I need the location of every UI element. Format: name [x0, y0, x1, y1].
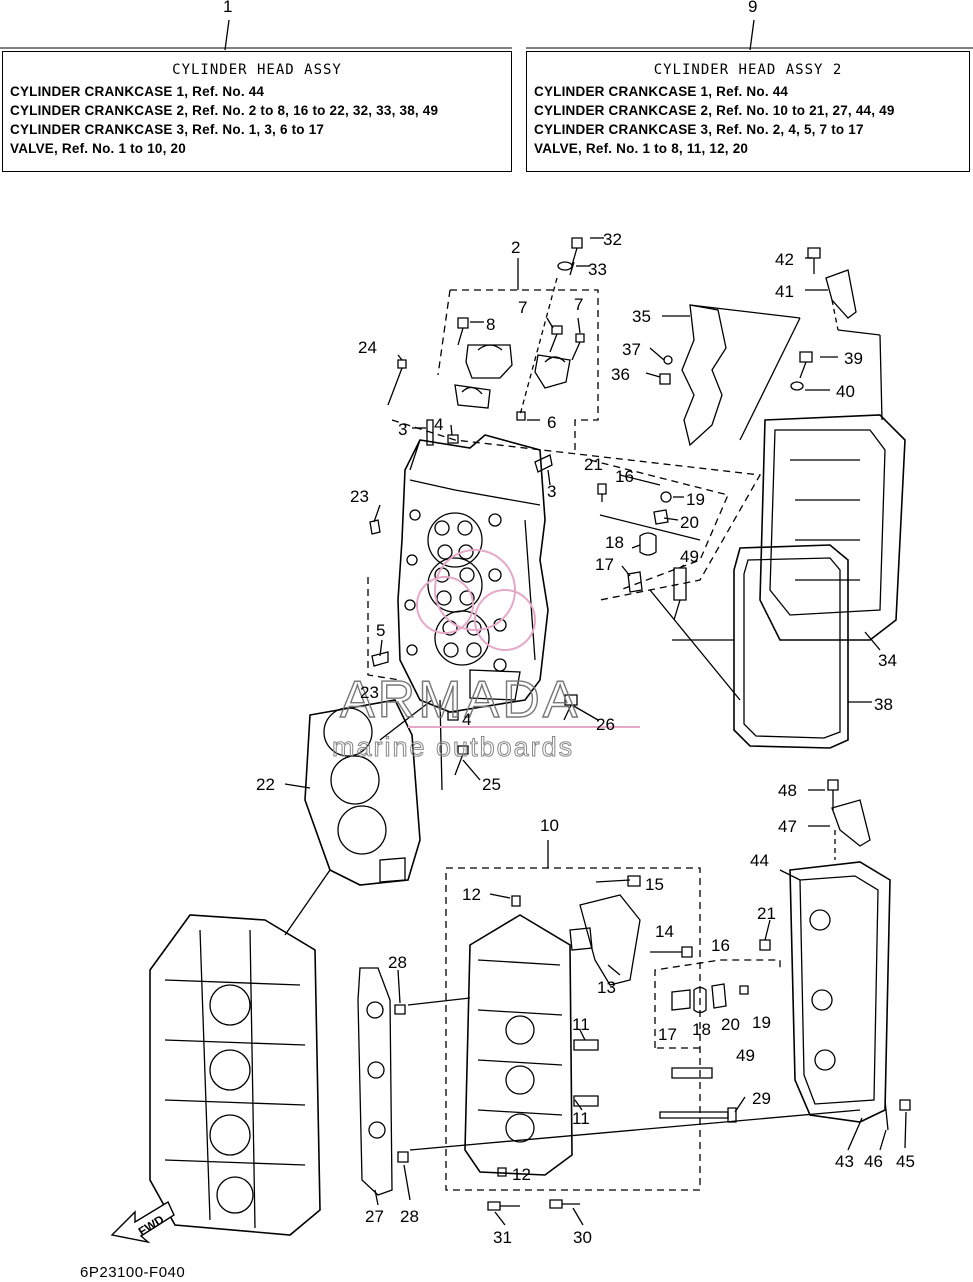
callout-number: 4: [434, 415, 443, 434]
watermark-tagline: marine outboards: [332, 732, 574, 762]
callout-number: 24: [358, 338, 377, 357]
box-title: CYLINDER HEAD ASSY 2: [653, 62, 843, 78]
callout-number: 30: [573, 1228, 592, 1247]
callout-number: 35: [632, 307, 651, 326]
callout-number: 21: [757, 904, 776, 923]
callout-number: 45: [896, 1152, 915, 1171]
callout-number: 25: [482, 775, 501, 794]
callout-number: 23: [350, 487, 369, 506]
callout-number: 19: [752, 1013, 771, 1032]
callout-number: 20: [680, 513, 699, 532]
callout-number: 11: [572, 1109, 590, 1128]
callout-number: 39: [844, 349, 863, 368]
callout-number: 21: [584, 455, 603, 474]
callout-number: 28: [400, 1207, 419, 1226]
cylinder-head-assy-2-box: CYLINDER HEAD ASSY 2 CYLINDER CRANKCASE …: [526, 51, 970, 172]
callout-number: 3: [547, 482, 556, 501]
callout-number: 46: [864, 1152, 883, 1171]
cylinder-head-assy-box: CYLINDER HEAD ASSY CYLINDER CRANKCASE 1,…: [2, 51, 512, 172]
callout-number: 34: [878, 651, 897, 670]
callout-number: 27: [365, 1207, 384, 1226]
callout-number: 16: [711, 936, 730, 955]
box-title: CYLINDER HEAD ASSY: [172, 62, 342, 78]
callout-number: 6: [547, 413, 556, 432]
callout-number: 49: [680, 547, 699, 566]
callout-number: 44: [750, 851, 769, 870]
box-line: VALVE, Ref. No. 1 to 10, 20: [10, 141, 186, 156]
diagram-code: 6P23100-F040: [80, 1264, 186, 1281]
callout-number: 8: [486, 315, 495, 334]
callout-number: 31: [493, 1228, 512, 1247]
callout-number: 36: [611, 365, 630, 384]
watermark-brand: ARMADA: [340, 671, 580, 729]
assembly-number-right: 9: [748, 0, 758, 16]
callout-number: 23: [360, 683, 379, 702]
callout-number: 14: [655, 922, 674, 941]
callout-number: 32: [603, 230, 622, 249]
callout-number: 12: [512, 1165, 531, 1184]
callout-number: 11: [572, 1015, 590, 1034]
callout-number: 4: [462, 710, 471, 729]
watermark: ARMADA marine outboards: [332, 549, 640, 763]
callout-number: 18: [692, 1020, 711, 1039]
forward-arrow-icon: FWD: [110, 1200, 175, 1244]
assembly-number-left: 1: [223, 0, 233, 16]
callout-number: 5: [376, 621, 385, 640]
callout-number: 33: [588, 260, 607, 279]
callout-number: 41: [775, 282, 794, 301]
callout-number: 37: [622, 340, 641, 359]
callout-number: 17: [595, 555, 614, 574]
callout-number: 10: [540, 816, 559, 835]
callout-number: 42: [775, 250, 794, 269]
callout-number: 48: [778, 781, 797, 800]
callout-number: 38: [874, 695, 893, 714]
box-line: VALVE, Ref. No. 1 to 8, 11, 12, 20: [534, 141, 749, 156]
callout-number: 15: [645, 875, 664, 894]
callout-number: 18: [605, 533, 624, 552]
callout-number: 28: [388, 953, 407, 972]
callout-number: 29: [752, 1089, 771, 1108]
box-line: CYLINDER CRANKCASE 2, Ref. No. 10 to 21,…: [534, 103, 895, 118]
box-line: CYLINDER CRANKCASE 2, Ref. No. 2 to 8, 1…: [10, 103, 439, 118]
callout-number: 17: [658, 1025, 677, 1044]
box-line: CYLINDER CRANKCASE 3, Ref. No. 2, 4, 5, …: [534, 122, 864, 137]
callout-number: 20: [721, 1015, 740, 1034]
box-line: CYLINDER CRANKCASE 3, Ref. No. 1, 3, 6 t…: [10, 122, 325, 137]
callout-number: 3: [398, 420, 407, 439]
callout-number: 43: [835, 1152, 854, 1171]
callout-number: 22: [256, 775, 275, 794]
callout-number: 12: [462, 885, 481, 904]
callout-number: 13: [597, 978, 616, 997]
callout-number: 16: [615, 467, 634, 486]
callout-number: 19: [686, 490, 705, 509]
callout-number: 7: [574, 295, 583, 314]
callout-number: 49: [736, 1046, 755, 1065]
box-line: CYLINDER CRANKCASE 1, Ref. No. 44: [534, 84, 789, 99]
callout-number: 7: [518, 298, 527, 317]
callout-number: 40: [836, 382, 855, 401]
callout-number: 47: [778, 817, 797, 836]
callout-number: 26: [596, 715, 615, 734]
box-line: CYLINDER CRANKCASE 1, Ref. No. 44: [10, 84, 265, 99]
callout-number: 2: [511, 238, 520, 257]
